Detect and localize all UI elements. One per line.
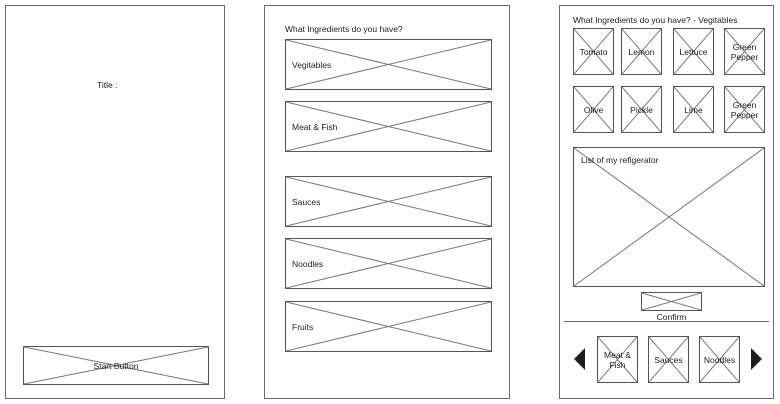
nav-meat-fish-tile[interactable]: Meat & Fish xyxy=(597,336,638,383)
category-label: Fruits xyxy=(292,321,314,332)
placeholder-x-icon xyxy=(674,29,713,74)
placeholder-x-icon xyxy=(286,40,491,89)
placeholder-x-icon xyxy=(725,29,764,74)
title-label: Title : xyxy=(97,80,118,90)
placeholder-x-icon xyxy=(598,337,637,382)
category-noodles-button[interactable]: Noodles xyxy=(285,238,492,289)
arrow-right-icon[interactable] xyxy=(751,348,762,370)
vegitables-heading: What Ingredients do you have? - Vegitabl… xyxy=(573,15,738,25)
placeholder-x-icon xyxy=(725,87,764,132)
placeholder-x-icon xyxy=(642,293,701,310)
placeholder-x-icon xyxy=(574,148,764,286)
placeholder-x-icon xyxy=(286,102,491,151)
ingredient-tomato-tile[interactable]: Tomato xyxy=(573,28,614,75)
confirm-button[interactable] xyxy=(641,292,702,311)
category-fruits-button[interactable]: Fruits xyxy=(285,301,492,352)
placeholder-x-icon xyxy=(700,337,739,382)
nav-label: Sauces xyxy=(654,354,683,365)
placeholder-x-icon xyxy=(622,29,661,74)
confirm-label: Confirm xyxy=(656,312,687,322)
category-vegitables-button[interactable]: Vegitables xyxy=(285,39,492,90)
section-divider xyxy=(564,321,769,322)
placeholder-x-icon xyxy=(574,87,613,132)
ingredient-label: Green Pepper xyxy=(730,41,759,62)
placeholder-x-icon xyxy=(574,29,613,74)
ingredient-lettuce-tile[interactable]: Lettuce xyxy=(673,28,714,75)
category-label: Meat & Fish xyxy=(292,121,338,132)
screen-start: Title : Start Button xyxy=(5,5,225,399)
category-label: Vegitables xyxy=(292,59,332,70)
ingredient-label: Olive xyxy=(583,104,604,115)
ingredient-lime-tile[interactable]: Lime xyxy=(673,86,714,133)
nav-noodles-tile[interactable]: Noodles xyxy=(699,336,740,383)
category-sauces-button[interactable]: Sauces xyxy=(285,176,492,227)
screen-vegitables: What Ingredients do you have? - Vegitabl… xyxy=(559,5,774,399)
ingredient-green-pepper-tile-2[interactable]: Green Pepper xyxy=(724,86,765,133)
placeholder-x-icon xyxy=(286,302,491,351)
placeholder-x-icon xyxy=(649,337,688,382)
screen-categories: What Ingredients do you have? Vegitables… xyxy=(264,5,510,399)
placeholder-x-icon xyxy=(622,87,661,132)
ingredient-green-pepper-tile[interactable]: Green Pepper xyxy=(724,28,765,75)
ingredient-olive-tile[interactable]: Olive xyxy=(573,86,614,133)
ingredient-lemon-tile[interactable]: Lemon xyxy=(621,28,662,75)
ingredient-label: Tomato xyxy=(579,46,608,57)
refrigerator-list-label: List of my refigerator xyxy=(581,155,659,165)
nav-label: Noodles xyxy=(703,354,736,365)
arrow-left-icon[interactable] xyxy=(574,348,585,370)
placeholder-x-icon xyxy=(674,87,713,132)
refrigerator-list[interactable]: List of my refigerator xyxy=(573,147,765,287)
ingredient-label: Pickle xyxy=(630,104,653,115)
nav-label: Meat & Fish xyxy=(604,349,631,370)
categories-heading: What Ingredients do you have? xyxy=(285,24,403,34)
ingredient-label: Green Pepper xyxy=(730,99,759,120)
ingredient-pickle-tile[interactable]: Pickle xyxy=(621,86,662,133)
start-button-label: Start Button xyxy=(93,360,139,371)
nav-sauces-tile[interactable]: Sauces xyxy=(648,336,689,383)
placeholder-x-icon xyxy=(24,347,208,384)
placeholder-x-icon xyxy=(286,239,491,288)
ingredient-label: Lettuce xyxy=(679,46,708,57)
ingredient-label: Lime xyxy=(684,104,703,115)
placeholder-x-icon xyxy=(286,177,491,226)
category-label: Noodles xyxy=(292,258,324,269)
category-meat-fish-button[interactable]: Meat & Fish xyxy=(285,101,492,152)
ingredient-label: Lemon xyxy=(628,46,655,57)
start-button[interactable]: Start Button xyxy=(23,346,209,385)
category-label: Sauces xyxy=(292,196,321,207)
